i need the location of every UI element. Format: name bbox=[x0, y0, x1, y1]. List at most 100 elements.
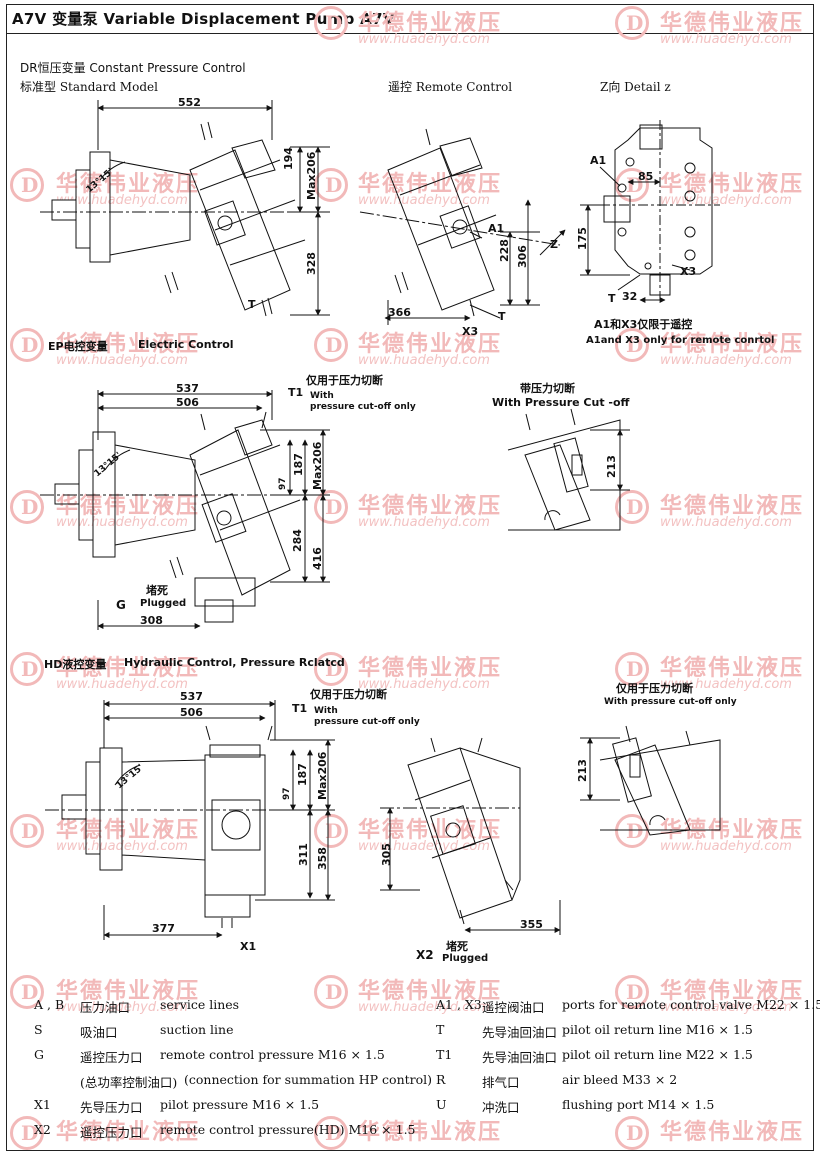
legend-cn: 冲洗口 bbox=[482, 1100, 520, 1115]
watermark-brand: 华德伟业液压 bbox=[358, 979, 503, 1004]
watermark-url: www.huadehyd.com bbox=[660, 677, 792, 692]
hd-cutoff-cn: 仅用于压力切断 bbox=[310, 688, 387, 701]
logo-icon bbox=[615, 490, 649, 524]
watermark-url: www.huadehyd.com bbox=[660, 193, 792, 208]
dim-506: 506 bbox=[180, 706, 203, 719]
watermark-brand: 华德伟业液压 bbox=[660, 494, 805, 519]
watermark-url: www.huadehyd.com bbox=[358, 353, 490, 368]
ep-cutoff-drawing bbox=[507, 408, 630, 531]
dim-377: 377 bbox=[152, 922, 175, 935]
ep-with-cutoff-en: With Pressure Cut -off bbox=[492, 396, 630, 409]
hd-title-en: Hydraulic Control, Pressure Rclatcd bbox=[124, 656, 345, 669]
dim-max206: Max206 bbox=[316, 751, 329, 800]
watermark-url: www.huadehyd.com bbox=[660, 515, 792, 530]
logo-icon bbox=[615, 6, 649, 40]
dim-175: 175 bbox=[576, 227, 589, 250]
dr-standard-drawing bbox=[40, 121, 310, 317]
watermark-url: www.huadehyd.com bbox=[660, 32, 792, 47]
watermark-url: www.huadehyd.com bbox=[660, 1000, 792, 1015]
legend-en: pilot pressure M16 × 1.5 bbox=[160, 1097, 320, 1112]
logo-icon bbox=[10, 814, 44, 848]
watermark-brand: 华德伟业液压 bbox=[358, 818, 503, 843]
ep-with-cutoff-cn: 带压力切断 bbox=[520, 382, 575, 395]
note-cn: A1和X3仅限于遥控 bbox=[594, 318, 693, 331]
hd-cutoff-en1: With bbox=[314, 706, 338, 716]
legend-code: U bbox=[436, 1097, 447, 1112]
watermark-url: www.huadehyd.com bbox=[660, 839, 792, 854]
watermark-brand: 华德伟业液压 bbox=[660, 1120, 805, 1145]
dr-standard-label: 标准型 Standard Model bbox=[20, 80, 158, 94]
hd-x1: X1 bbox=[240, 940, 257, 953]
logo-icon bbox=[615, 652, 649, 686]
watermark-url: www.huadehyd.com bbox=[56, 515, 188, 530]
logo-icon bbox=[615, 814, 649, 848]
dim-537: 537 bbox=[176, 382, 199, 395]
watermark-brand: 华德伟业液压 bbox=[56, 172, 201, 197]
legend-cn: 吸油口 bbox=[80, 1025, 118, 1040]
legend-code: X1 bbox=[34, 1097, 51, 1112]
legend-code: A1 , X3 bbox=[436, 997, 482, 1012]
detail-z-drawing bbox=[580, 120, 720, 303]
hd-x2: X2 bbox=[416, 948, 434, 962]
legend-cn: 排气口 bbox=[482, 1075, 520, 1090]
dim-305: 305 bbox=[380, 843, 393, 866]
watermark-url: www.huadehyd.com bbox=[358, 677, 490, 692]
legend-en: (connection for summation HP control) bbox=[184, 1072, 433, 1087]
legend-en: service lines bbox=[160, 997, 240, 1012]
ep-drawing bbox=[40, 390, 330, 630]
legend-en: suction line bbox=[160, 1022, 234, 1037]
dr-section-title: DR恒压变量 Constant Pressure Control bbox=[20, 61, 246, 75]
legend-cn: (总功率控制油口) bbox=[80, 1075, 178, 1090]
watermark-url: www.huadehyd.com bbox=[56, 677, 188, 692]
dim-506: 506 bbox=[176, 396, 199, 409]
watermark-brand: 华德伟业液压 bbox=[56, 332, 201, 357]
logo-icon bbox=[10, 168, 44, 202]
legend-en: air bleed M33 × 2 bbox=[562, 1072, 678, 1087]
dim-213: 213 bbox=[576, 759, 589, 782]
ep-title-en: Electric Control bbox=[138, 338, 234, 351]
logo-icon bbox=[615, 328, 649, 362]
dim-306: 306 bbox=[516, 245, 529, 268]
legend-en: pilot oil return line M16 × 1.5 bbox=[562, 1022, 753, 1037]
logo-icon bbox=[314, 490, 348, 524]
watermark-url: www.huadehyd.com bbox=[358, 193, 490, 208]
legend-cn: 先导油回油口 bbox=[482, 1025, 558, 1040]
watermark-url: www.huadehyd.com bbox=[358, 32, 490, 47]
header-bar: A7V 变量泵 Variable Displacement Pump A7V bbox=[6, 4, 814, 34]
page-frame bbox=[6, 4, 814, 1151]
hd-side-drawing bbox=[380, 737, 561, 935]
hd-title-cn: HD液控变量 bbox=[44, 658, 107, 671]
logo-icon bbox=[10, 328, 44, 362]
watermark-brand: 华德伟业液压 bbox=[358, 332, 503, 357]
logo-icon bbox=[314, 1116, 348, 1150]
logo-icon bbox=[615, 1116, 649, 1150]
label-x3: X3 bbox=[462, 325, 479, 338]
dim-32: 32 bbox=[622, 290, 638, 303]
legend-code: T1 bbox=[436, 1047, 453, 1062]
watermark-brand: 华德伟业液压 bbox=[56, 1120, 201, 1145]
watermark-url: www.huadehyd.com bbox=[660, 353, 792, 368]
watermark-brand: 华德伟业液压 bbox=[358, 656, 503, 681]
watermark-url: www.huadehyd.com bbox=[56, 193, 188, 208]
legend-code: T bbox=[436, 1022, 445, 1037]
logo-icon bbox=[10, 652, 44, 686]
dim-366: 366 bbox=[388, 306, 411, 319]
dim-187: 187 bbox=[296, 763, 309, 786]
legend-code: S bbox=[34, 1022, 43, 1037]
legend-en: flushing port M14 × 1.5 bbox=[562, 1097, 715, 1112]
logo-icon bbox=[615, 975, 649, 1009]
legend-code: G bbox=[34, 1047, 44, 1062]
logo-icon bbox=[10, 490, 44, 524]
ep-title-cn: EP电控变量 bbox=[48, 340, 108, 353]
ep-cutoff-en1: With bbox=[310, 391, 334, 401]
label-t-remote: T bbox=[498, 310, 506, 323]
legend-en: remote control pressure M16 × 1.5 bbox=[160, 1047, 385, 1062]
watermark-brand: 华德伟业液压 bbox=[56, 656, 201, 681]
dim-228: 228 bbox=[498, 239, 511, 262]
hd-plug-cn: 堵死 bbox=[446, 940, 468, 953]
watermark-brand: 华德伟业液压 bbox=[56, 979, 201, 1004]
legend-code: R bbox=[436, 1072, 446, 1087]
watermark-url: www.huadehyd.com bbox=[358, 1000, 490, 1015]
ep-plug-cn: 堵死 bbox=[146, 584, 168, 597]
dim-213: 213 bbox=[605, 455, 618, 478]
